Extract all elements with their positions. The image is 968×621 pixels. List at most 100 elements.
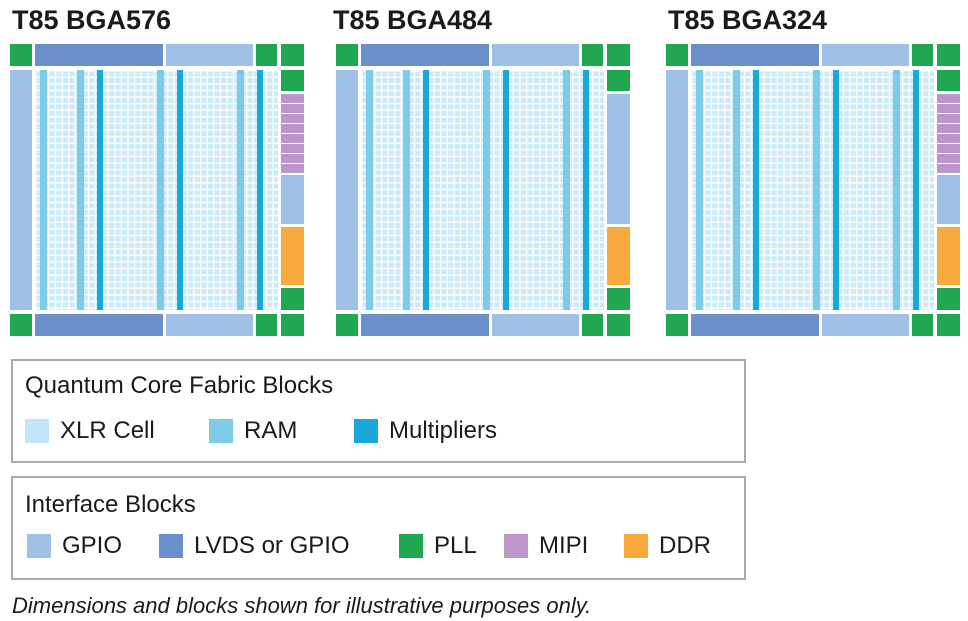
interface-legend-title: Interface Blocks	[25, 491, 196, 518]
chip-diagram-bga324	[666, 44, 960, 336]
ram-column	[237, 70, 244, 310]
core-fabric	[35, 70, 278, 310]
multiplier-column	[753, 70, 759, 310]
mipi-block	[937, 124, 960, 133]
mipi-block	[281, 114, 304, 123]
mipi-block	[937, 154, 960, 163]
pll-block	[281, 288, 304, 310]
pll-block	[666, 44, 688, 66]
pll-block	[607, 70, 630, 91]
ram-column	[483, 70, 490, 310]
pll-block	[10, 314, 32, 336]
mipi-block	[937, 134, 960, 143]
pll-swatch	[399, 534, 423, 558]
pll-block	[912, 314, 933, 336]
ram-swatch	[209, 419, 233, 443]
pll-block	[937, 44, 960, 66]
pll-block	[256, 44, 277, 66]
gpio-block	[336, 70, 358, 310]
pll-block	[937, 288, 960, 310]
gpio-block	[822, 44, 909, 66]
legend-label-ddr: DDR	[659, 532, 711, 559]
ram-column	[696, 70, 703, 310]
ram-column	[733, 70, 740, 310]
footnote: Dimensions and blocks shown for illustra…	[12, 593, 592, 618]
gpio-block	[492, 44, 579, 66]
mipi-block	[281, 164, 304, 173]
lvds-or-gpio-block	[361, 44, 489, 66]
gpio-block	[937, 175, 960, 224]
mipi-swatch	[504, 534, 528, 558]
multiplier-column	[257, 70, 263, 310]
multiplier-column	[423, 70, 429, 310]
ram-column	[366, 70, 373, 310]
mipi-block	[281, 134, 304, 143]
lvds-or-gpio-block	[35, 44, 163, 66]
gpio-block	[281, 175, 304, 224]
core-fabric-legend-title: Quantum Core Fabric Blocks	[25, 372, 334, 399]
mipi-block	[937, 164, 960, 173]
pll-block	[607, 314, 630, 336]
pll-block	[10, 44, 32, 66]
gpio-block	[822, 314, 909, 336]
multiplier-column	[913, 70, 919, 310]
multiplier-column	[97, 70, 103, 310]
ddr-block	[937, 227, 960, 285]
mipi-block	[281, 144, 304, 153]
xlr-cell-swatch	[25, 419, 49, 443]
lvds-or-gpio-block	[361, 314, 489, 336]
legend-label-pll: PLL	[434, 532, 477, 559]
pll-block	[281, 314, 304, 336]
core-fabric	[361, 70, 604, 310]
pll-block	[336, 44, 358, 66]
gpio-swatch	[27, 534, 51, 558]
mipi-block	[937, 104, 960, 113]
ddr-block	[607, 227, 630, 285]
mipi-block	[937, 94, 960, 103]
gpio-block	[166, 314, 253, 336]
ram-column	[403, 70, 410, 310]
legend-label-ram: RAM	[244, 417, 298, 444]
pll-block	[937, 314, 960, 336]
pll-block	[912, 44, 933, 66]
mipi-block	[281, 124, 304, 133]
chip-title-bga576: T85 BGA576	[12, 5, 172, 35]
legend-label-mipi: MIPI	[539, 532, 589, 559]
mipi-block	[281, 154, 304, 163]
ram-column	[813, 70, 820, 310]
chip-diagram-bga484	[336, 44, 630, 336]
pll-block	[281, 44, 304, 66]
core-fabric	[691, 70, 934, 310]
pll-block	[937, 70, 960, 91]
core-fabric-legend: Quantum Core Fabric Blocks XLR Cell RAM …	[11, 359, 746, 463]
mipi-block	[281, 104, 304, 113]
ram-column	[157, 70, 164, 310]
lvds-or-gpio-block	[35, 314, 163, 336]
lvds-or-gpio-swatch	[159, 534, 183, 558]
ddr-block	[281, 227, 304, 285]
ram-column	[563, 70, 570, 310]
mipi-block	[937, 144, 960, 153]
interface-legend: Interface Blocks GPIO LVDS or GPIO PLL M…	[11, 476, 746, 580]
ram-column	[40, 70, 47, 310]
chip-title-bga324: T85 BGA324	[668, 5, 828, 35]
gpio-block	[492, 314, 579, 336]
lvds-or-gpio-block	[691, 314, 819, 336]
lvds-or-gpio-block	[691, 44, 819, 66]
multiplier-column	[833, 70, 839, 310]
gpio-block	[10, 70, 32, 310]
multipliers-swatch	[354, 419, 378, 443]
legend-label-xlr-cell: XLR Cell	[60, 417, 155, 444]
ram-column	[893, 70, 900, 310]
gpio-block	[666, 70, 688, 310]
pll-block	[336, 314, 358, 336]
pll-block	[666, 314, 688, 336]
pll-block	[607, 44, 630, 66]
chip-title-bga484: T85 BGA484	[333, 5, 493, 35]
legend-label-lvds-or-gpio: LVDS or GPIO	[194, 532, 350, 559]
legend-label-gpio: GPIO	[62, 532, 123, 559]
gpio-block	[166, 44, 253, 66]
pll-block	[607, 288, 630, 310]
legend-label-multipliers: Multipliers	[389, 417, 498, 444]
pll-block	[256, 314, 277, 336]
